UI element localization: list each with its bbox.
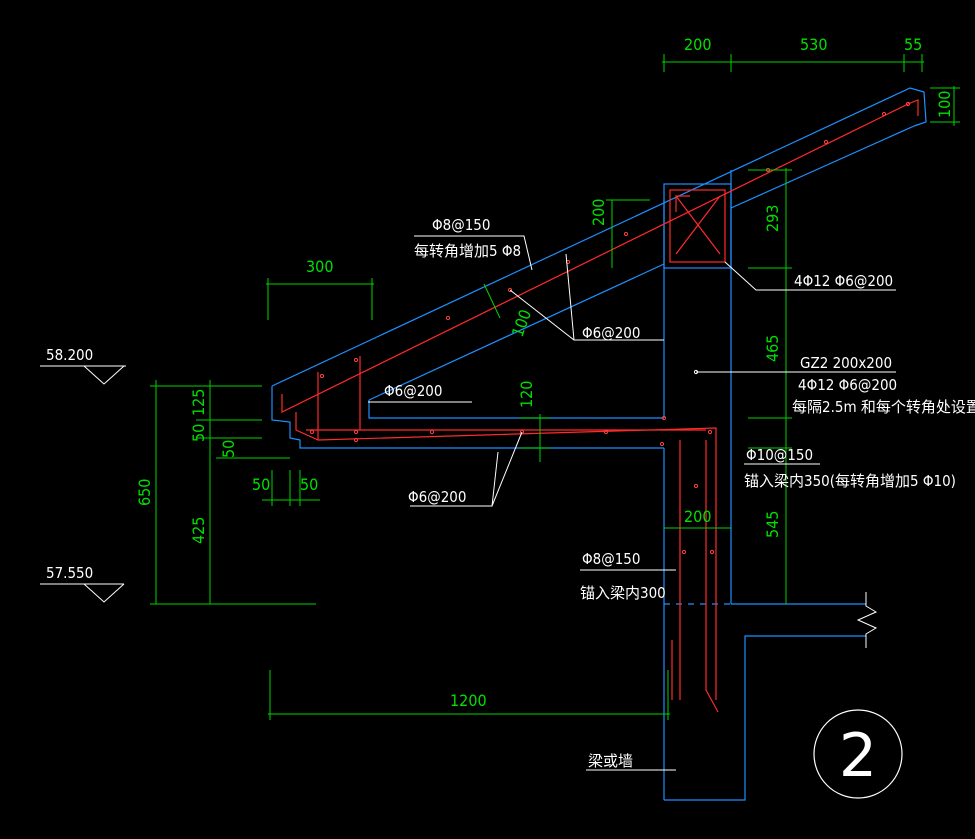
annotation-texts: Φ8@150 每转角增加5 Φ8 Φ6@200 Φ6@200 Φ6@200 4Φ… [384,216,975,770]
dim-top-200: 200 [684,35,711,54]
dim-top-55: 55 [904,35,922,54]
beam-rebar-label: 4Φ12 Φ6@200 [794,272,893,290]
dim-100-slope: 100 [508,307,535,339]
dim-top-530: 530 [800,35,827,54]
dim-120: 120 [517,381,536,408]
phi8-wall-note: 锚入梁内300 [580,584,666,602]
phi10-note: 锚入梁内350(每转角增加5 Φ10) [744,472,956,490]
dim-465: 465 [763,335,782,362]
phi8-wall-label: Φ8@150 [582,550,640,568]
dim-200-wall: 200 [684,507,711,526]
concrete-outline [271,87,927,801]
detail-marker: 2 [813,709,903,799]
dim-125: 125 [189,389,208,416]
dim-293: 293 [763,205,782,232]
dim-200-slope: 200 [589,199,608,226]
dim-545: 545 [763,511,782,538]
dim-50d: 50 [300,475,318,494]
dim-50a: 50 [189,424,208,442]
stirrup-slope-label: Φ6@200 [582,324,640,342]
slope-rebar-label: Φ8@150 [432,216,490,234]
dim-50b: 50 [219,440,238,458]
elevation-bottom: 57.550 [46,564,93,582]
dim-right-100: 100 [935,91,954,118]
dimension-labels: 200 530 55 100 200 293 300 100 465 120 1… [135,35,954,710]
dim-1200: 1200 [450,691,487,710]
elevation-marks: 58.200 57.550 [40,346,126,603]
stirrup-bottom-label: Φ6@200 [408,488,466,506]
wall-label: 梁或墙 [588,752,633,770]
gz-title: GZ2 200x200 [800,354,892,372]
elevation-top: 58.200 [46,346,93,364]
dim-50c: 50 [252,475,270,494]
gz-rebar-label: 4Φ12 Φ6@200 [798,376,897,394]
dimensions [150,54,960,720]
dim-425: 425 [189,517,208,544]
slope-rebar-note: 每转角增加5 Φ8 [414,242,521,260]
rebar [281,99,919,713]
phi10-label: Φ10@150 [746,446,813,464]
dim-650: 650 [135,479,154,506]
stirrup-mid-label: Φ6@200 [384,382,442,400]
gz-note: 每隔2.5m 和每个转角处设置 [792,398,975,416]
detail-number: 2 [839,721,877,791]
leaders [368,235,896,771]
dim-300: 300 [306,257,333,276]
